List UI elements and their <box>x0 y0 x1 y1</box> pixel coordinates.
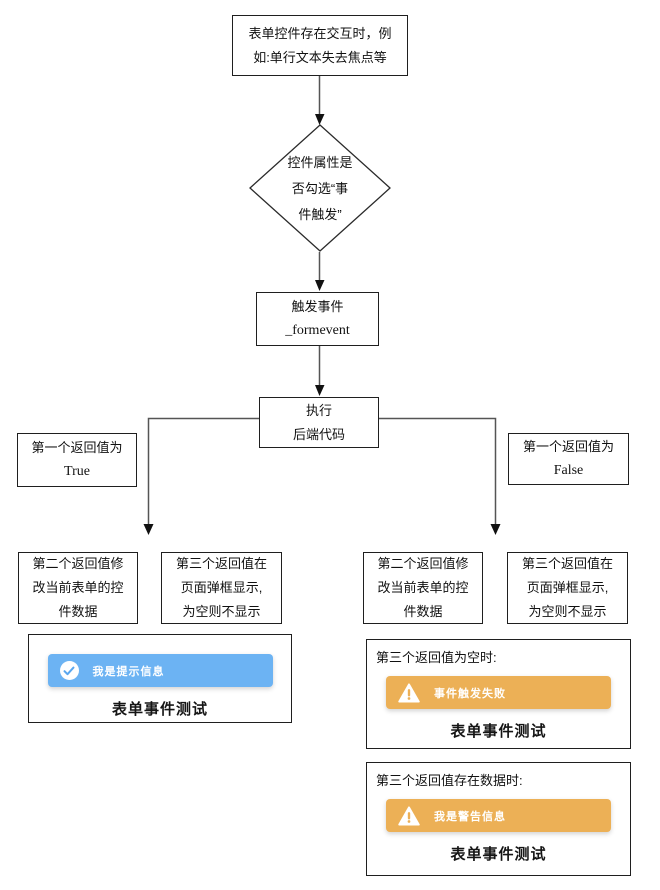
warning-triangle-icon <box>398 805 420 826</box>
node-right-second-return: 第二个返回值修 改当前表单的控 件数据 <box>363 552 483 624</box>
arrowhead-trigger-execute <box>315 385 325 396</box>
arrowhead-decision-trigger <box>315 280 325 291</box>
info-toast: 我是提示信息 <box>47 654 273 687</box>
panel-warning-empty: 第三个返回值为空时: 事件触发失败 表单事件测试 <box>366 639 631 749</box>
label-box-return-false: 第一个返回值为 False <box>508 433 629 485</box>
connector-branch-false <box>379 417 497 529</box>
panel-title: 第三个返回值存在数据时: <box>376 773 523 788</box>
warning-toast: 我是警告信息 <box>386 799 611 832</box>
form-test-caption: 表单事件测试 <box>450 723 547 740</box>
node-left-second-return: 第二个返回值修 改当前表单的控 件数据 <box>18 552 138 624</box>
warning-triangle-icon <box>398 682 420 703</box>
arrowhead-branch-false <box>490 524 501 535</box>
node-right-third-return: 第三个返回值在 页面弹框显示, 为空则不显示 <box>507 552 628 624</box>
form-test-caption: 表单事件测试 <box>450 846 547 863</box>
toast-message: 事件触发失败 <box>434 687 506 700</box>
panel-title: 第三个返回值为空时: <box>376 650 497 665</box>
node-left-third-return: 第三个返回值在 页面弹框显示, 为空则不显示 <box>161 552 282 624</box>
flow-node-execute-backend: 执行 后端代码 <box>259 397 379 448</box>
check-circle-icon <box>59 661 79 680</box>
toast-message: 我是警告信息 <box>434 810 506 823</box>
connector-branch-true <box>147 417 259 529</box>
toast-message: 我是提示信息 <box>92 665 165 678</box>
panel-success-example: 我是提示信息 表单事件测试 <box>28 634 292 723</box>
flow-node-trigger-event: 触发事件 _formevent <box>256 292 379 346</box>
form-test-caption: 表单事件测试 <box>111 701 208 718</box>
flow-node-start: 表单控件存在交互时，例 如:单行文本失去焦点等 <box>232 15 408 76</box>
panel-warning-data: 第三个返回值存在数据时: 我是警告信息 表单事件测试 <box>366 762 631 876</box>
arrowhead-branch-true <box>143 524 154 535</box>
arrowhead-start-decision <box>315 114 325 125</box>
decision-diamond-label: 控件属性是 否勾选“事 件触发” <box>287 155 353 222</box>
warning-toast: 事件触发失败 <box>386 676 611 709</box>
label-box-return-true: 第一个返回值为 True <box>17 433 137 487</box>
decision-diamond-shape <box>249 124 391 252</box>
